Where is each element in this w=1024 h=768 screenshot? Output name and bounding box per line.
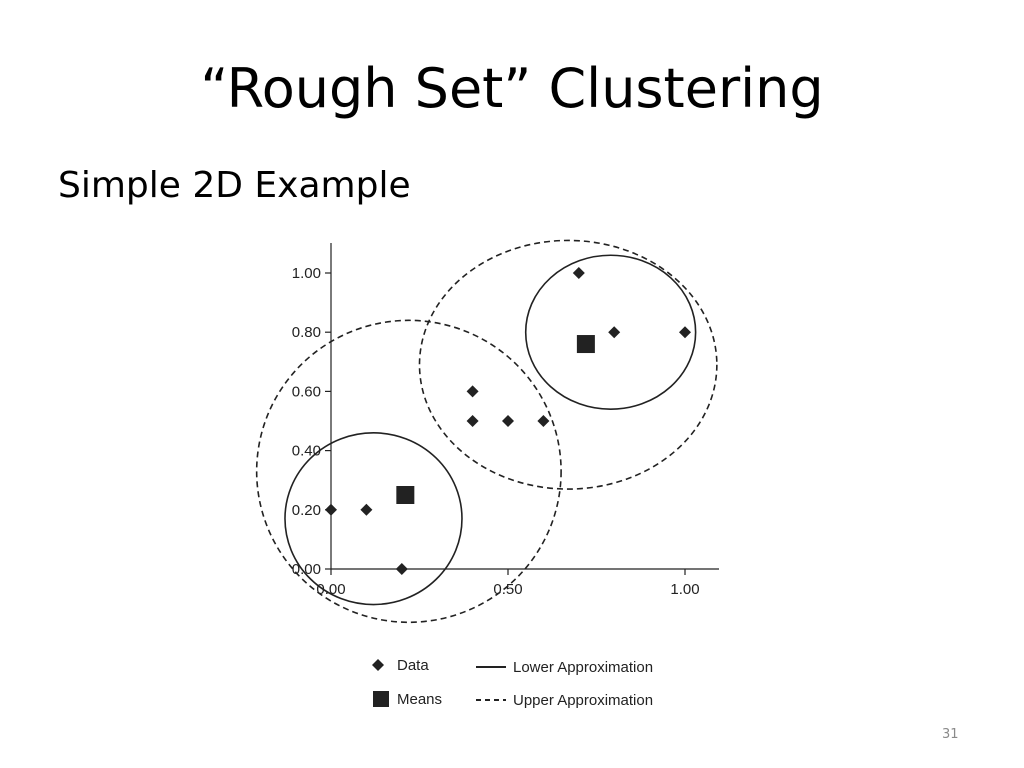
lower-approximation-ellipse-0 <box>284 432 463 606</box>
data-point-4 <box>466 415 479 427</box>
data-points <box>325 267 691 575</box>
chart-axes: 0.00 0.20 0.40 0.60 0.80 1.00 0.00 0.50 1.00 <box>292 243 719 598</box>
mean-point-1 <box>576 335 595 354</box>
y-tick-label-4: 0.80 <box>292 324 321 341</box>
x-tick-label-0: 0.00 <box>316 581 345 598</box>
y-tick-label-2: 0.40 <box>292 443 321 460</box>
data-point-2 <box>395 563 408 575</box>
slide-number: 31 <box>942 727 959 742</box>
data-point-9 <box>679 326 691 339</box>
mean-point-0 <box>396 486 415 504</box>
slide-subtitle: Simple 2D Example <box>58 165 411 206</box>
approximation-regions <box>255 239 718 624</box>
data-point-5 <box>502 415 514 427</box>
slide-title: “Rough Set” Clustering <box>200 57 824 120</box>
legend-symbol-data <box>372 659 384 671</box>
data-point-3 <box>466 385 479 398</box>
data-point-8 <box>608 326 621 339</box>
upper-approximation-ellipse-3 <box>418 239 718 490</box>
legend-label-2: Means <box>397 691 442 708</box>
y-tick-label-1: 0.20 <box>292 502 321 519</box>
legend-label-1: Lower Approximation <box>513 659 653 676</box>
lower-approximation-ellipse-1 <box>524 254 697 410</box>
data-point-7 <box>572 267 585 279</box>
x-tick-label-1: 0.50 <box>493 581 522 598</box>
y-tick-label-3: 0.60 <box>292 383 321 400</box>
legend-label-3: Upper Approximation <box>513 692 653 709</box>
data-point-0 <box>325 503 337 516</box>
upper-approximation-ellipse-2 <box>255 319 562 624</box>
x-tick-label-2: 1.00 <box>670 581 699 598</box>
y-tick-label-5: 1.00 <box>292 265 321 282</box>
legend-symbol-means <box>373 691 389 707</box>
data-point-1 <box>360 503 373 516</box>
data-point-6 <box>537 415 550 427</box>
legend-label-0: Data <box>397 657 429 674</box>
y-tick-label-0: 0.00 <box>292 561 321 578</box>
